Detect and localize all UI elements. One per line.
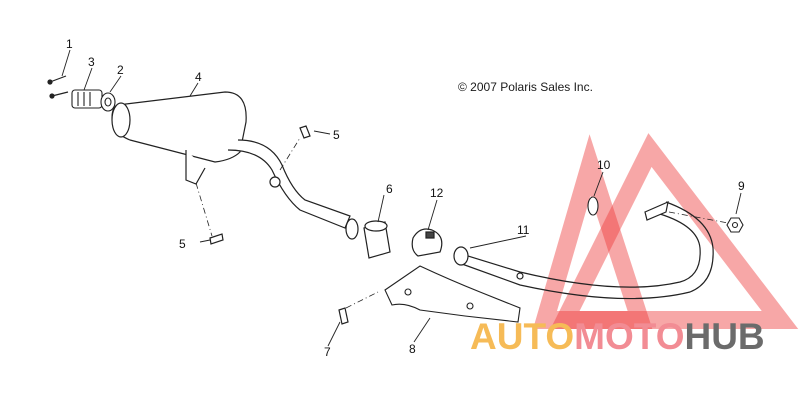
nut-part-9 bbox=[726, 217, 744, 233]
watermark-logo-text: AUTOMOTOHUB bbox=[470, 318, 765, 355]
end-cap-part-3 bbox=[71, 89, 103, 109]
watermark-hub: HUB bbox=[684, 316, 765, 357]
screws-part-1 bbox=[47, 75, 69, 99]
watermark-logo-mark bbox=[533, 133, 799, 329]
callout-9: 9 bbox=[738, 179, 745, 193]
callout-3: 3 bbox=[88, 55, 95, 69]
callout-5-lower: 5 bbox=[179, 237, 186, 251]
leader-lines bbox=[61, 49, 742, 347]
alignment-lines bbox=[195, 137, 729, 309]
gasket-part-10 bbox=[587, 196, 599, 216]
callout-12: 12 bbox=[430, 186, 444, 200]
watermark-moto: MOTO bbox=[574, 316, 685, 357]
callout-1: 1 bbox=[66, 37, 73, 51]
bolts bbox=[209, 125, 349, 325]
heat-shield-part-8 bbox=[384, 265, 521, 323]
callout-4: 4 bbox=[195, 70, 202, 84]
callout-11: 11 bbox=[517, 223, 530, 237]
clamp-part-12 bbox=[411, 228, 443, 257]
callouts: 1 2 3 4 5 5 6 7 8 9 10 11 12 bbox=[66, 37, 745, 359]
callout-8: 8 bbox=[409, 342, 416, 356]
header-pipe-part-11 bbox=[453, 200, 714, 300]
mid-pipe bbox=[227, 139, 359, 240]
callout-10: 10 bbox=[597, 158, 611, 172]
coupler-part-6 bbox=[363, 220, 391, 259]
watermark-auto: AUTO bbox=[470, 316, 575, 357]
callout-5-upper: 5 bbox=[333, 128, 340, 142]
gasket-part-2 bbox=[100, 92, 116, 112]
callout-2: 2 bbox=[117, 63, 124, 77]
copyright-text: © 2007 Polaris Sales Inc. bbox=[458, 80, 593, 94]
callout-6: 6 bbox=[386, 182, 393, 196]
callout-7: 7 bbox=[324, 345, 331, 359]
muffler-part-4 bbox=[111, 91, 247, 185]
